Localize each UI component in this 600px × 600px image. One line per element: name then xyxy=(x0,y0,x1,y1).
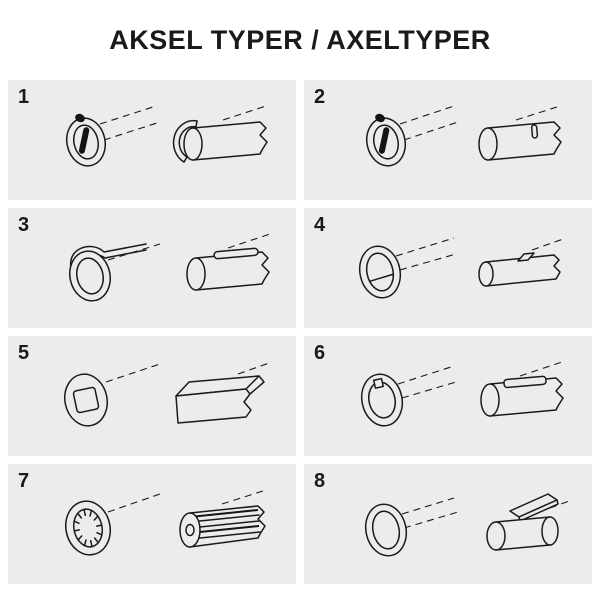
axle-illustration-6-keyway-and-keyed-shaft xyxy=(360,361,564,427)
cylinder-shaft xyxy=(486,516,559,551)
axle-illustration-8-wedge xyxy=(364,493,573,557)
cell-number: 4 xyxy=(314,214,326,236)
tube-ring xyxy=(364,503,408,557)
shaft xyxy=(478,121,562,161)
axle-cell-7: 7 xyxy=(8,464,296,584)
tube-ring xyxy=(360,373,404,427)
cell-number: 1 xyxy=(18,86,30,108)
tube-ring xyxy=(69,250,111,302)
axle-cell-3: 3 xyxy=(8,208,296,328)
cell-number: 5 xyxy=(18,342,30,364)
cell-number: 6 xyxy=(314,342,326,364)
axle-illustration-3-spring-clip-and-key xyxy=(69,233,271,302)
axle-cell-4: 4 xyxy=(304,208,592,328)
axle-cell-8: 8 xyxy=(304,464,592,584)
axle-illustration-7-splined xyxy=(65,489,267,556)
axle-cell-1: 1 xyxy=(8,80,296,200)
square-bar xyxy=(175,375,265,424)
cell-number: 3 xyxy=(18,214,30,236)
cell-number: 2 xyxy=(314,86,326,108)
shaft xyxy=(480,375,564,417)
cell-number: 7 xyxy=(18,470,30,492)
locking-pin xyxy=(75,113,90,154)
axle-type-grid: 1 xyxy=(8,80,592,584)
axle-cell-2: 2 xyxy=(304,80,592,200)
locking-pin xyxy=(375,113,390,154)
shaft xyxy=(172,119,268,163)
page-title: AKSEL TYPER / AXELTYPER xyxy=(109,24,491,55)
shaft xyxy=(186,247,270,291)
tube-ring xyxy=(64,373,108,427)
axle-illustration-1-pin-and-collar xyxy=(66,105,268,167)
axle-illustration-4-tube-and-stub-shaft xyxy=(358,237,567,299)
splined-tube-ring xyxy=(65,500,111,556)
axle-cell-5: 5 xyxy=(8,336,296,456)
axle-cell-6: 6 xyxy=(304,336,592,456)
axle-illustration-2-pin-and-slot xyxy=(366,105,562,167)
cell-number: 8 xyxy=(314,470,326,492)
wedge-key xyxy=(509,493,559,522)
shaft xyxy=(478,252,561,287)
tube-ring xyxy=(358,245,402,299)
axle-illustration-5-square-bore-and-bar xyxy=(64,361,273,427)
splined-shaft xyxy=(179,505,266,548)
